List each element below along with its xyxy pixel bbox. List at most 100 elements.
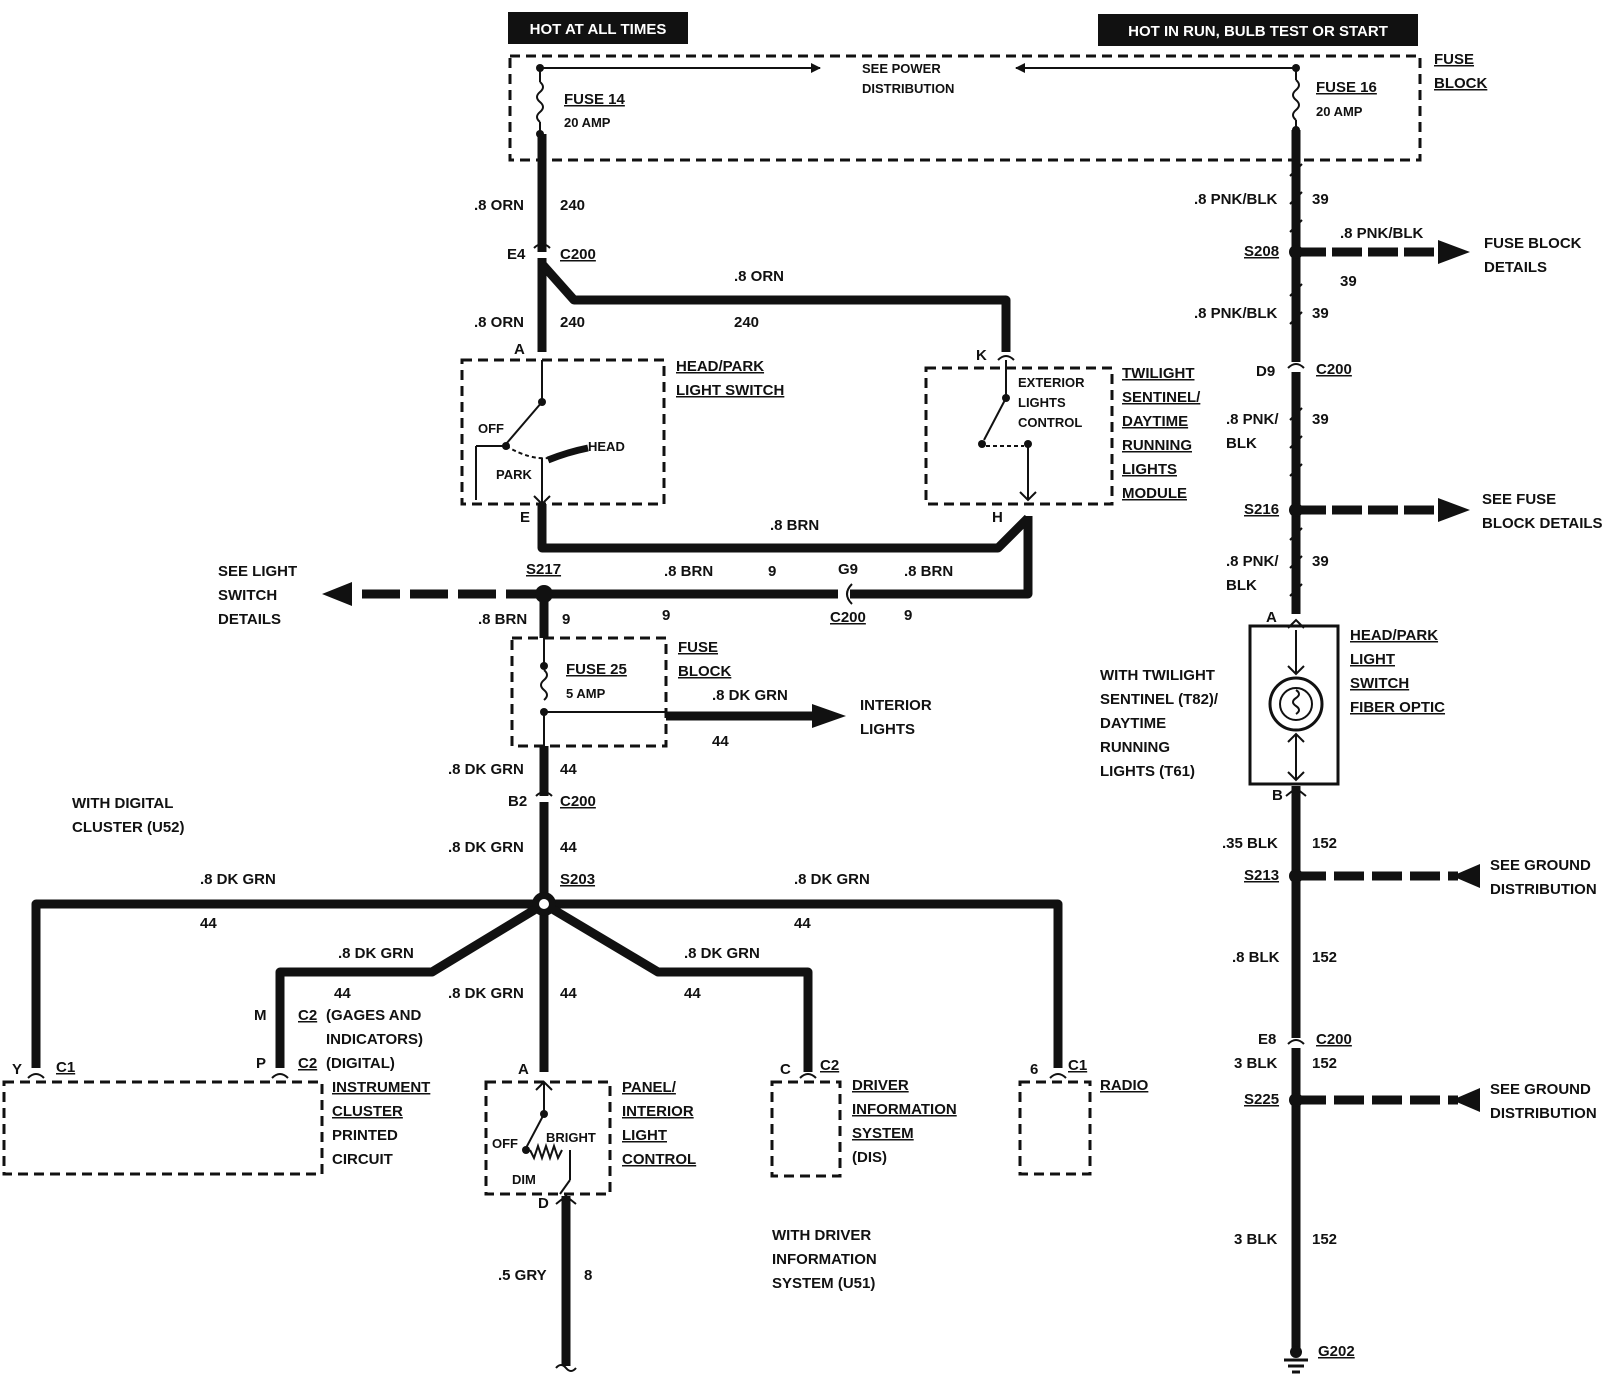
arrow-left-icon	[322, 582, 352, 606]
fiber-optic-title-3: SWITCH	[1350, 675, 1409, 692]
wire-orn-to-module	[538, 261, 1011, 352]
header-right-text: HOT IN RUN, BULB TEST OR START	[1128, 23, 1388, 40]
fuse-14-label: FUSE 14	[564, 91, 626, 108]
circuit-9-a: 9	[768, 563, 776, 580]
with-dis-1: WITH DRIVER	[772, 1227, 871, 1244]
dis-title-3: SYSTEM	[852, 1125, 914, 1142]
c2-label-c: C2	[820, 1057, 839, 1074]
with-twilight-2: SENTINEL (T82)/	[1100, 691, 1219, 708]
circuit-44-b: 44	[560, 839, 577, 856]
dkgrn-label-midright: .8 DK GRN	[684, 945, 760, 962]
pin-a-panel: A	[518, 1061, 529, 1078]
module-title-1: TWILIGHT	[1122, 365, 1194, 382]
c1-label-a: C1	[56, 1059, 75, 1076]
connector-c200-g9	[846, 583, 853, 605]
circuit-44-left: 44	[200, 915, 217, 932]
connector-c1-y	[27, 1073, 45, 1079]
header-hot-at-all-times: HOT AT ALL TIMES	[508, 12, 688, 44]
panel-title-4: CONTROL	[622, 1151, 696, 1168]
instrument-cluster-3: PRINTED	[332, 1127, 398, 1144]
exterior-lights-control-box	[924, 366, 1114, 506]
fuse-14-icon	[536, 64, 544, 138]
fuse-25-block-outline	[510, 636, 668, 748]
circuit-44-center: 44	[560, 985, 577, 1002]
wire-dkgrn-to-cluster-y	[31, 899, 544, 1068]
module-title-2: SENTINEL/	[1122, 389, 1201, 406]
module-title-5: LIGHTS	[1122, 461, 1177, 478]
header-hot-in-run: HOT IN RUN, BULB TEST OR START	[1098, 14, 1418, 46]
wire-dkgrn-to-radio	[544, 899, 1063, 1068]
fiber-optic-title-4: FIBER OPTIC	[1350, 699, 1445, 716]
gages-label-2: INDICATORS)	[326, 1031, 423, 1048]
pin-a-fiber: A	[1266, 609, 1277, 626]
fuse-block-label-top-2: BLOCK	[1434, 75, 1487, 92]
circuit-8: 8	[584, 1267, 592, 1284]
ext-lights-3: CONTROL	[1018, 415, 1082, 430]
fiber-optic-bulb-icon	[1268, 618, 1324, 782]
dis-box	[770, 1080, 842, 1178]
circuit-152-d: 152	[1312, 1231, 1337, 1248]
pin-d: D	[538, 1195, 549, 1212]
switch-off-label: OFF	[478, 421, 504, 436]
brn-label-mid: .8 BRN	[770, 517, 819, 534]
connector-c200-e8	[1287, 1039, 1305, 1045]
interior-lights-2: LIGHTS	[860, 721, 915, 738]
pnk-label-d1: .8 PNK/	[1226, 553, 1279, 570]
wire-orn-label-b: .8 ORN	[474, 314, 524, 331]
dis-title-1: DRIVER	[852, 1077, 909, 1094]
circuit-44-interior: 44	[712, 733, 729, 750]
arrow-left-ground-1-icon	[1452, 864, 1480, 888]
pin-e: E	[520, 509, 530, 526]
blk-3a-label: 3 BLK	[1234, 1055, 1278, 1072]
see-power-label: SEE POWER	[862, 61, 941, 76]
pnk-label-c2: BLK	[1226, 435, 1257, 452]
s203-label: S203	[560, 871, 595, 888]
fuse-block-details-2: DETAILS	[1484, 259, 1547, 276]
s216-label: S216	[1244, 501, 1279, 518]
c200-label-c: C200	[560, 793, 596, 810]
module-title-4: RUNNING	[1122, 437, 1192, 454]
blk-8-label: .8 BLK	[1232, 949, 1280, 966]
gry-label: .5 GRY	[498, 1267, 547, 1284]
circuit-9-c: 9	[562, 611, 570, 628]
see-ground-1: SEE GROUND	[1490, 857, 1591, 874]
header-left-text: HOT AT ALL TIMES	[530, 21, 667, 38]
ground-g202-icon	[1284, 1346, 1308, 1374]
c200-label-a: C200	[560, 246, 596, 263]
fuse-16-icon	[1292, 64, 1300, 134]
see-fuse-block-2: BLOCK DETAILS	[1482, 515, 1603, 532]
fuse-25-label: FUSE 25	[566, 661, 627, 678]
connector-c200-e4	[533, 243, 551, 249]
circuit-44-midleft: 44	[334, 985, 351, 1002]
module-title-6: MODULE	[1122, 485, 1187, 502]
dkgrn-label-midleft: .8 DK GRN	[338, 945, 414, 962]
see-ground-2: DISTRIBUTION	[1490, 881, 1597, 898]
connector-c200-d9	[1287, 363, 1305, 369]
circuit-39-d: 39	[1312, 553, 1329, 570]
dkgrn-interior-label: .8 DK GRN	[712, 687, 788, 704]
connector-c200-b2	[535, 791, 553, 797]
fuse-14-rating: 20 AMP	[564, 115, 611, 130]
pin-g9: G9	[838, 561, 858, 578]
instrument-cluster-2: CLUSTER	[332, 1103, 403, 1120]
wire-dkgrn-to-dis	[541, 900, 813, 1072]
with-twilight-5: LIGHTS (T61)	[1100, 763, 1195, 780]
pin-c: C	[780, 1061, 791, 1078]
pin-d9: D9	[1256, 363, 1275, 380]
fuse-block-details-1: FUSE BLOCK	[1484, 235, 1582, 252]
with-dis-2: INFORMATION	[772, 1251, 877, 1268]
pin-h: H	[992, 509, 1003, 526]
distribution-label: DISTRIBUTION	[862, 81, 954, 96]
module-title-3: DAYTIME	[1122, 413, 1188, 430]
with-twilight-4: RUNNING	[1100, 739, 1170, 756]
c1-label-b: C1	[1068, 1057, 1087, 1074]
pin-e8: E8	[1258, 1031, 1276, 1048]
panel-title-3: LIGHT	[622, 1127, 667, 1144]
fuse-25-rating: 5 AMP	[566, 686, 606, 701]
circuit-240-top: 240	[734, 314, 759, 331]
panel-off-label: OFF	[492, 1136, 518, 1151]
circuit-240-b: 240	[560, 314, 585, 331]
pin-e4: E4	[507, 246, 526, 263]
dis-title-4: (DIS)	[852, 1149, 887, 1166]
